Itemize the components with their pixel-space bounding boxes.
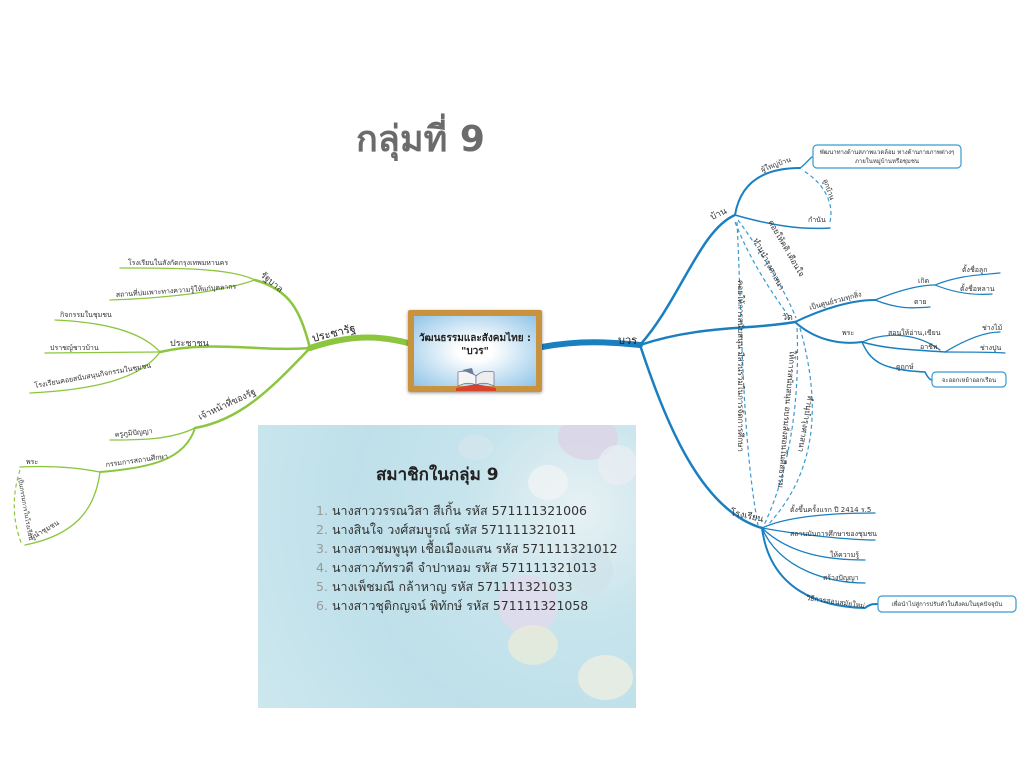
leaf: ตั้งชื่อหลาน (960, 282, 995, 293)
leaf: สอนให้อ่าน,เขียน (888, 328, 941, 337)
leaf: กรรมการสถานศึกษา (105, 451, 168, 469)
member-name: นางสาววรรณวิสา สีเกิ้น รหัส 571111321006 (332, 503, 587, 518)
member-item: 6. นางสาวชุติกญจน์ พิทักษ์ รหัส 571111321… (316, 596, 618, 615)
member-name: นางเพ็ชมณี กล้าหาญ รหัส 571111321033 (332, 579, 573, 594)
relation-label: ให้การสนับสนุน อบรมสั่งสอนในศีลธรรม (776, 350, 799, 489)
slide-title: กลุ่มที่ 9 (356, 119, 485, 160)
member-item: 5. นางเพ็ชมณี กล้าหาญ รหัส 571111321033 (316, 577, 618, 596)
member-number: 6. (316, 598, 328, 613)
members-list: 1. นางสาววรรณวิสา สีเกิ้น รหัส 5711113210… (316, 501, 618, 615)
node-kamnan: กำนัน (808, 216, 826, 224)
member-item: 2. นางสินใจ วงศ์สมบูรณ์ รหัส 571111321011 (316, 520, 618, 539)
center-topic: วัฒนธรรมและสังคมไทย : "บวร" (408, 310, 542, 392)
relation-label: คอยให้การสนับสนุน มีส่วนร่วมในการจัดการศ… (736, 280, 745, 452)
leaf: ช่างปูน (980, 344, 1002, 352)
leaf: ตั้งขึ้นครั้งแรก ปี 2414 ร.5 (790, 503, 871, 514)
book-icon (456, 368, 496, 391)
leaf: โรงเรียนในสังกัดกรุงเทพมหานคร (128, 258, 228, 267)
leaf: กิจกรรมในชุมชน (60, 310, 112, 319)
note-text: พัฒนาทางด้านสภาพแวดล้อม ทางด้านกายภาพต่า… (820, 149, 955, 156)
node-temple: วัด (782, 313, 793, 323)
node-bwr: บวร (618, 334, 637, 347)
leaf: อาชีพ (920, 343, 938, 351)
leaf: ตั้งชื่อลูก (962, 263, 987, 274)
leaf: วิธีการสอนสมัยใหม่ (806, 593, 866, 610)
member-name: นางสาวภัทรวดี จำปาหอม รหัส 571111321013 (332, 560, 597, 575)
leaf: สร้างปัญญา (823, 574, 859, 582)
leaf: สถานบันการศึกษาของชุมชน (790, 529, 877, 538)
member-item: 4. นางสาวภัทรวดี จำปาหอม รหัส 57111132101… (316, 558, 618, 577)
member-number: 5. (316, 579, 328, 594)
note-text: ภายในหมู่บ้านหรือชุมชน (855, 157, 919, 165)
member-item: 3. นางสาวชมพูนุท เชื้อเมืองแสน รหัส 57111… (316, 539, 618, 558)
leaf: พระ (842, 329, 854, 337)
leaf: ครูภูมิปัญญา (114, 427, 153, 439)
members-title: สมาชิกในกลุ่ม 9 (376, 465, 499, 485)
note-text: เพื่อนำไปสู่การปรับตัวในสังคมในยุคปัจจุบ… (892, 600, 1003, 608)
member-number: 1. (316, 503, 328, 518)
leaf: เป็นศูนย์รวมทุกสิ่ง (808, 289, 862, 312)
member-name: นางสินใจ วงศ์สมบูรณ์ รหัส 571111321011 (332, 522, 577, 537)
note-text: จะออกเหย้าออกเรือน (942, 376, 996, 384)
members-panel: สมาชิกในกลุ่ม 9 1. นางสาววรรณวิสา สีเกิ้น… (258, 425, 636, 708)
leaf: ดูฤกษ์ (896, 363, 914, 371)
member-number: 4. (316, 560, 328, 575)
note-box (812, 144, 962, 169)
relation-label: เป็นกรรมการในโรงเรียน (16, 477, 36, 541)
center-topic-line1: วัฒนธรรมและสังคมไทย : (418, 333, 532, 344)
member-name: นางสาวชมพูนุท เชื้อเมืองแสน รหัส 5711113… (332, 541, 618, 556)
leaf: สถานที่บ่มเพาะทางความรู้ให้แก่บุคลากร (116, 282, 237, 299)
note-box (877, 595, 1017, 613)
node-people: ประชาชน (170, 339, 209, 349)
relation-label: ลูกบ้าน (821, 178, 836, 201)
note-box (931, 371, 1007, 388)
leaf: ให้ความรู้ (830, 550, 859, 559)
leaf: เกิด (918, 277, 929, 285)
relation-label: ทำนุบำรุงศาสนา (796, 395, 815, 453)
member-name: นางสาวชุติกญจน์ พิทักษ์ รหัส 57111132105… (332, 598, 589, 613)
member-number: 2. (316, 522, 328, 537)
member-number: 3. (316, 541, 328, 556)
leaf: พระ (26, 458, 38, 466)
leaf: ปราชญ์ชาวบ้าน (50, 344, 99, 352)
leaf: ตาย (914, 298, 927, 306)
center-topic-line2: "บวร" (461, 346, 489, 357)
member-item: 1. นางสาววรรณวิสา สีเกิ้น รหัส 5711113210… (316, 501, 618, 520)
leaf: ช่างไม้ (982, 323, 1002, 332)
